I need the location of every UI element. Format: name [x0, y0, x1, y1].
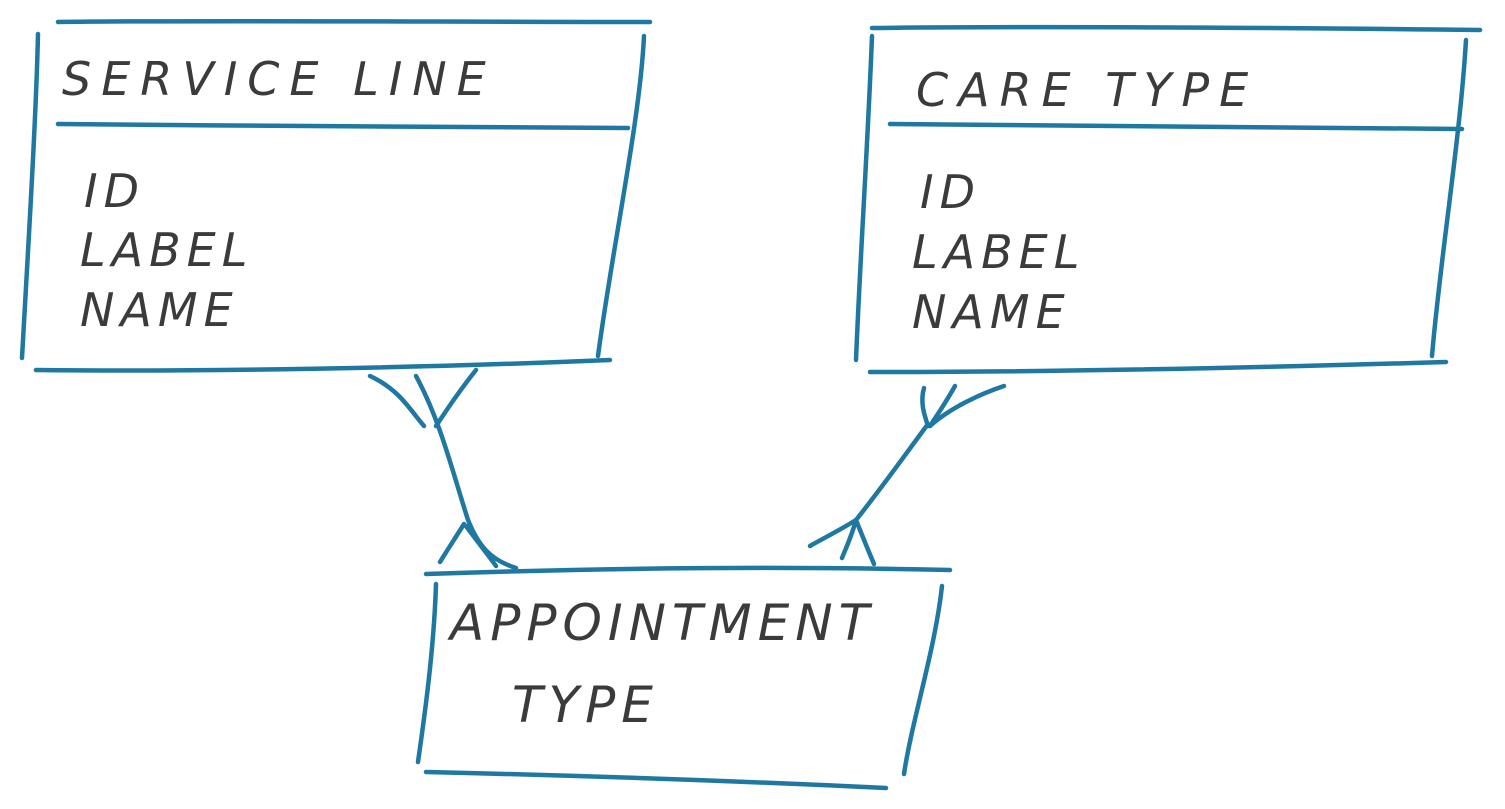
relationship-care-type-appointment-type[interactable] [807, 383, 1007, 567]
entity-service-line[interactable]: SERVICE LINE ID LABEL NAME [19, 18, 653, 373]
entity-care-type-attr-label: LABEL [912, 225, 1085, 279]
crows-foot-bottom-right-right [853, 517, 877, 567]
entity-appointment-type-title-line2: TYPE [512, 676, 659, 734]
crows-foot-top-right-right [927, 383, 1007, 429]
crows-foot-bottom-mid-right [839, 517, 859, 561]
crows-foot-bottom-right [463, 523, 499, 569]
entity-care-type-attr-name: NAME [912, 285, 1071, 339]
entity-service-line-divider [55, 121, 631, 131]
crows-foot-top-left [367, 373, 427, 429]
entity-care-type-divider [887, 121, 1465, 132]
entity-service-line-title: SERVICE LINE [62, 52, 496, 106]
entity-care-type-border [853, 24, 1483, 375]
entity-service-line-attr-name: NAME [80, 283, 239, 337]
entity-care-type-attr-id: ID [920, 165, 981, 219]
entity-care-type[interactable]: CARE TYPE ID LABEL NAME [853, 24, 1483, 375]
relationship-line-left [413, 373, 519, 571]
crows-foot-bottom-left-right [807, 517, 859, 549]
crows-foot-bottom-left [437, 521, 467, 565]
crows-foot-top-left-right [920, 385, 931, 429]
entity-appointment-type-title-line1: APPOINTMENT [447, 594, 875, 652]
relationship-service-line-appointment-type[interactable] [367, 367, 519, 571]
entity-service-line-attr-id: ID [84, 164, 145, 218]
crows-foot-top-right [433, 367, 479, 429]
relationship-line-right [853, 421, 931, 523]
entity-service-line-border [19, 18, 653, 373]
entity-care-type-title: CARE TYPE [916, 63, 1258, 117]
entity-appointment-type-border [415, 565, 953, 791]
entity-appointment-type[interactable]: APPOINTMENT TYPE [415, 565, 953, 791]
entity-service-line-attr-label: LABEL [80, 223, 253, 277]
